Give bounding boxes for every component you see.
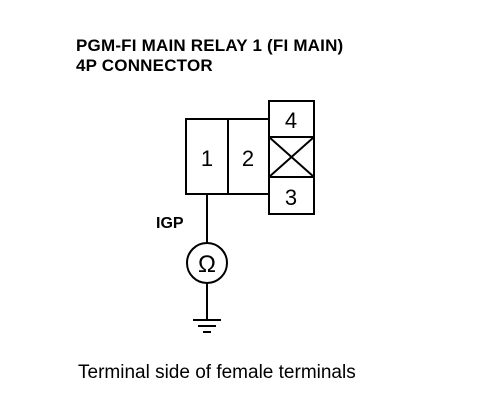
- terminal-2-label: 2: [242, 146, 254, 171]
- terminal-4-label: 4: [285, 108, 297, 133]
- unused-cavity-cross-b: [268, 136, 315, 178]
- ground-icon: [193, 319, 221, 333]
- title-line-2: 4P CONNECTOR: [76, 56, 213, 75]
- terminal-1-label: 1: [201, 146, 213, 171]
- diagram-caption: Terminal side of female terminals: [78, 362, 356, 383]
- connector-side-column: [268, 100, 315, 215]
- diagram-title: PGM-FI MAIN RELAY 1 (FI MAIN) 4P CONNECT…: [76, 36, 343, 76]
- wire-label-igp: IGP: [156, 215, 184, 232]
- side-column-outline: [268, 100, 315, 215]
- terminal-3-label: 3: [285, 185, 297, 210]
- title-line-1: PGM-FI MAIN RELAY 1 (FI MAIN): [76, 36, 344, 55]
- ohmmeter-icon: Ω: [186, 242, 228, 284]
- ohm-symbol: Ω: [198, 251, 216, 278]
- connector-body: [185, 118, 270, 195]
